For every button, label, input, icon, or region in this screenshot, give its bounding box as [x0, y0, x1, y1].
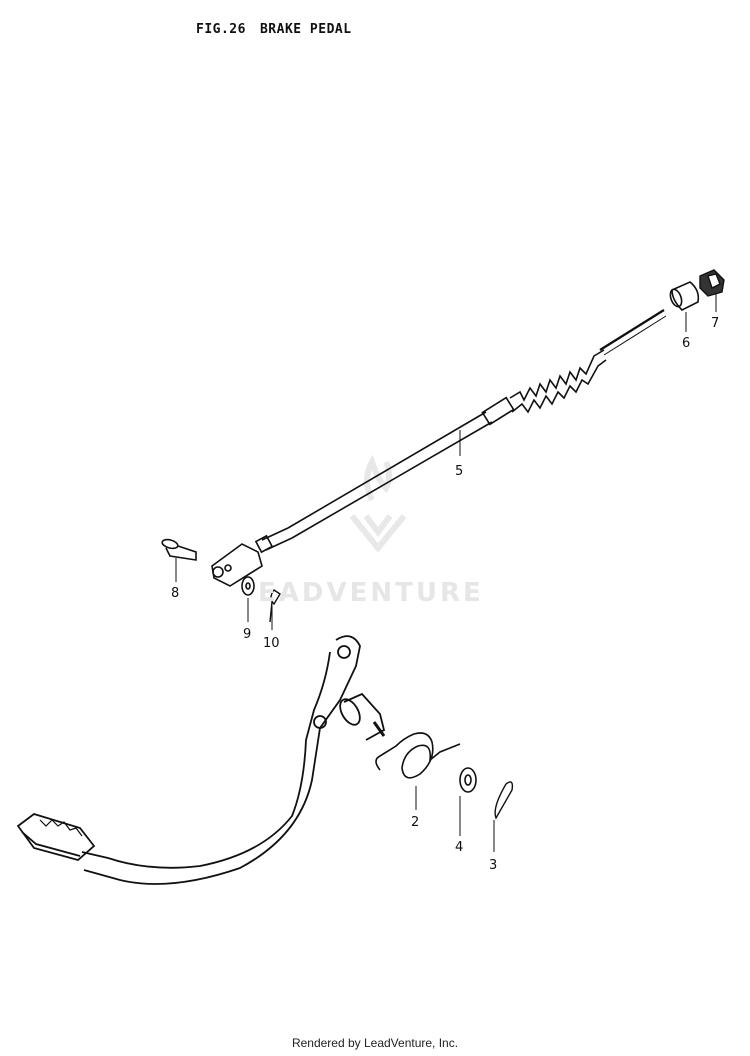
callout-6: 6 [682, 336, 691, 351]
callout-4: 4 [455, 840, 464, 855]
callout-10: 10 [263, 636, 280, 651]
callout-9: 9 [243, 627, 252, 642]
leader-lines [175, 294, 717, 852]
cable-adjuster-nut[interactable] [668, 281, 700, 311]
watermark-text: EADVENTURE [258, 578, 484, 608]
callout-5: 5 [455, 464, 464, 479]
clevis-pin[interactable] [161, 538, 197, 561]
washer-large[interactable] [459, 767, 477, 793]
figure-title: FIG.26 BRAKE PEDAL [196, 22, 366, 37]
watermark-logo-icon [349, 454, 407, 553]
cable-lock-nut[interactable] [699, 269, 725, 297]
cotter-pin-small[interactable] [269, 589, 281, 623]
cotter-pin-large[interactable] [494, 781, 514, 820]
brake-pedal-arm[interactable] [16, 635, 386, 885]
washer-small[interactable] [241, 576, 255, 596]
footer-credit: Rendered by LeadVenture, Inc. [291, 1036, 459, 1050]
figure-name: BRAKE PEDAL [259, 22, 352, 37]
figure-number: FIG.26 [196, 22, 246, 37]
callout-3: 3 [489, 858, 498, 873]
callout-2: 2 [411, 815, 420, 830]
brake-cable[interactable] [211, 308, 667, 587]
callout-7: 7 [711, 316, 720, 331]
callout-8: 8 [171, 586, 180, 601]
return-spring[interactable] [375, 732, 461, 779]
